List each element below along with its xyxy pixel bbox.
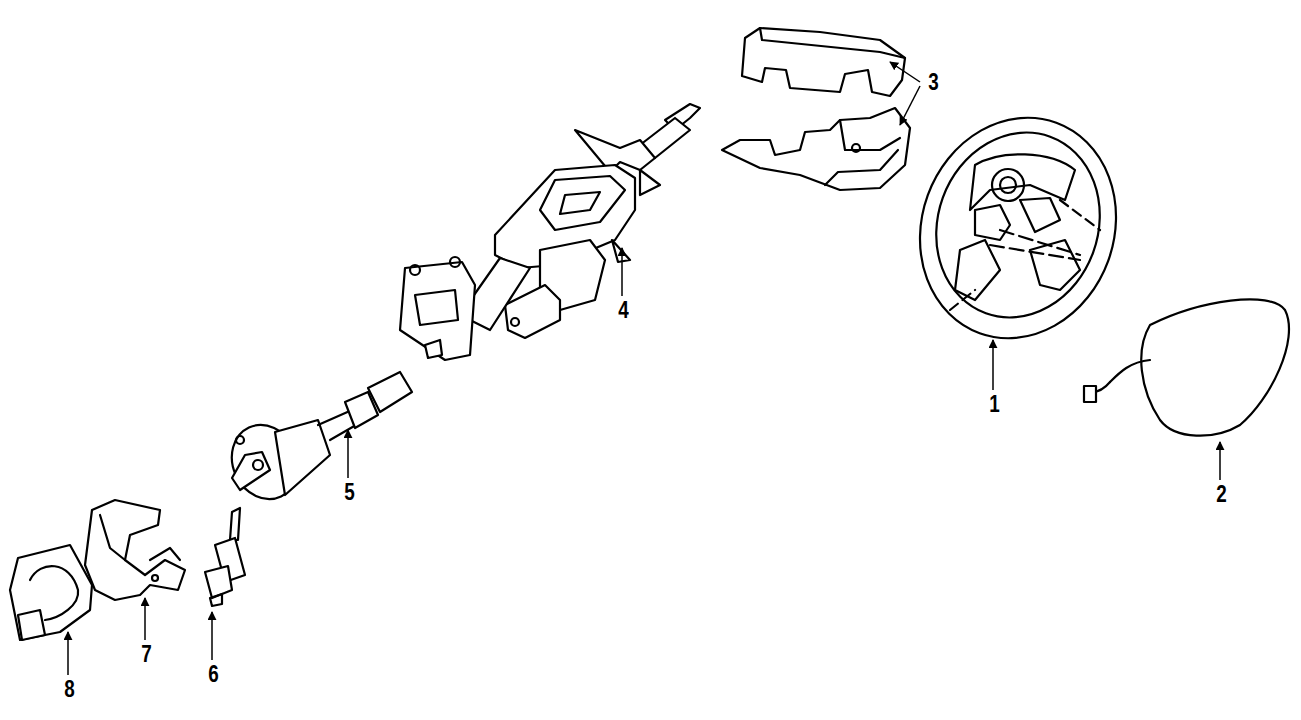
callout-number: 8 [64, 678, 74, 701]
callout-number: 4 [618, 299, 628, 322]
leader-lines [68, 62, 1220, 675]
callout-number: 1 [989, 393, 999, 416]
callout-number: 2 [1216, 483, 1226, 506]
air-bag-module [1084, 299, 1289, 435]
column-bracket [85, 500, 185, 600]
intermediate-shaft [220, 372, 412, 510]
steering-boot [10, 545, 92, 640]
callout-number: 3 [928, 71, 938, 94]
steering-wheel [889, 90, 1146, 366]
steering-column [400, 104, 700, 360]
column-covers [722, 28, 910, 190]
callout-number: 6 [208, 663, 218, 686]
callout-number: 5 [344, 481, 354, 504]
callout-number: 7 [141, 643, 151, 666]
lower-shaft [205, 508, 245, 606]
